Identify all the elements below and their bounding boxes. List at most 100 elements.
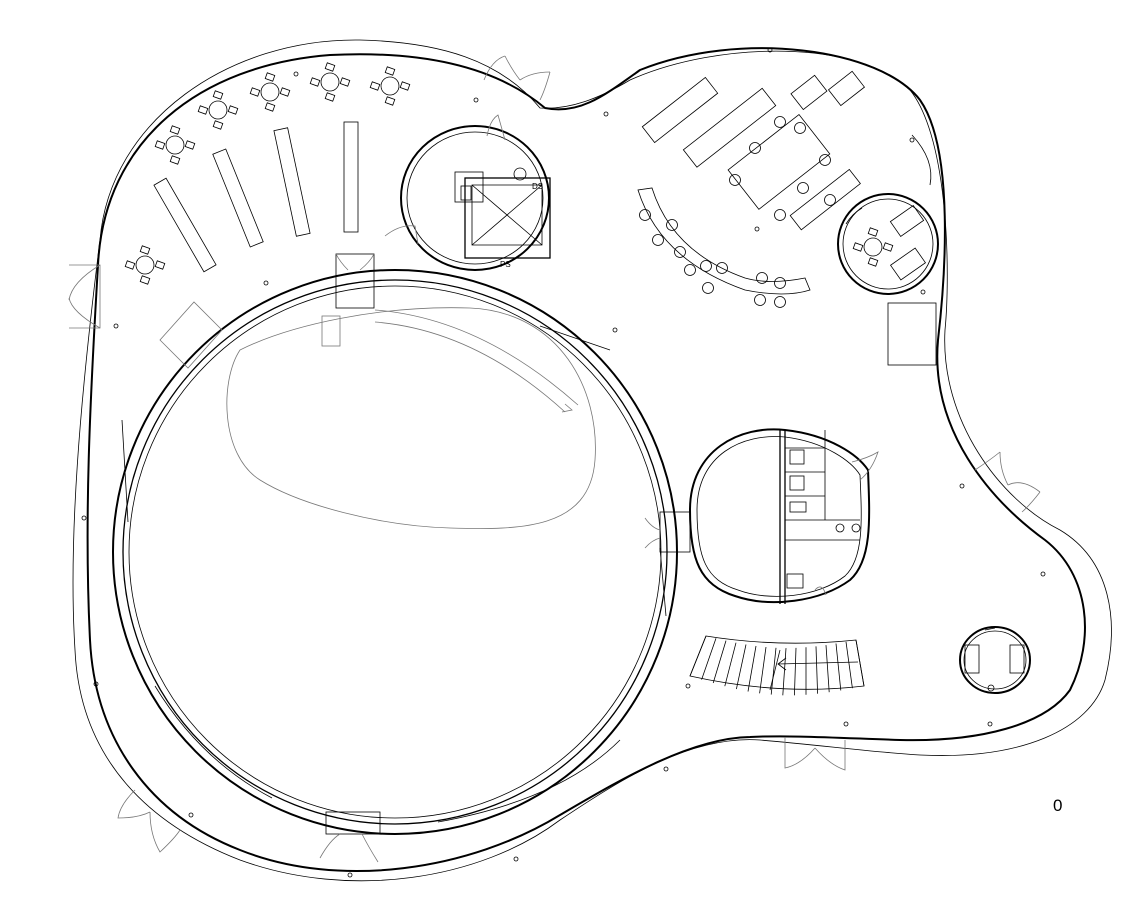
- round-table-with-chairs-icon: [852, 227, 894, 267]
- column-dot-icon: [93, 681, 99, 687]
- ramp-arrow: [561, 403, 573, 413]
- exterior-door-south[interactable]: [784, 737, 846, 771]
- chair-icon: [754, 294, 766, 306]
- column-dot-icon: [754, 226, 760, 232]
- column-dot-icon: [767, 47, 773, 53]
- bookshelf-2: [212, 148, 264, 248]
- bookshelf-4: [343, 121, 359, 233]
- column-dot-icon: [293, 71, 299, 77]
- column-dot-icon: [347, 872, 353, 878]
- round-table-with-chairs-icon: [249, 72, 291, 112]
- bookshelf-1: [153, 177, 217, 273]
- column-dot-icon: [987, 721, 993, 727]
- reception-curved-desk: [637, 187, 811, 295]
- toilet-pod: [688, 428, 879, 604]
- chair-icon: [756, 272, 768, 284]
- exterior-box: [887, 302, 937, 366]
- bookshelf-3: [273, 127, 311, 237]
- chair-icon: [774, 116, 786, 128]
- main-hall-inner-wall: [122, 279, 668, 825]
- chair-icon: [729, 174, 741, 186]
- hall-small-door[interactable]: [321, 315, 341, 347]
- column-dot-icon: [663, 766, 669, 772]
- exterior-door-north[interactable]: [483, 55, 551, 101]
- chair-icon: [716, 262, 728, 274]
- workspace-chairs: [639, 116, 836, 308]
- exterior-door-sw[interactable]: [117, 789, 181, 853]
- chair-icon: [824, 194, 836, 206]
- sink-icon: [851, 523, 861, 533]
- main-hall-inner-line: [128, 285, 662, 819]
- round-table-with-chairs-icon: [124, 245, 166, 285]
- toilet-icon: [786, 573, 804, 589]
- level-label: 0: [1053, 796, 1062, 815]
- meeting-pod: [837, 193, 939, 295]
- chair-icon: [774, 209, 786, 221]
- outer-wall: [86, 47, 1086, 873]
- shaft-label-ps: PS: [500, 260, 511, 269]
- chair-icon: [674, 246, 686, 258]
- chair-icon: [774, 296, 786, 308]
- chair-icon: [774, 277, 786, 289]
- chair-icon: [749, 142, 761, 154]
- column-dot-icon: [920, 289, 926, 295]
- column-dot-icon: [959, 483, 965, 489]
- hall-door-north[interactable]: [335, 253, 375, 309]
- elevator-icon: [471, 184, 543, 246]
- chair-icon: [700, 260, 712, 272]
- hall-ramp: [374, 309, 579, 413]
- elevator-core: DS PS: [384, 114, 551, 271]
- column-dot-icon: [612, 327, 618, 333]
- hall-oval-platform: [226, 307, 596, 529]
- column-dot-icon: [113, 323, 119, 329]
- structural-columns: [81, 47, 1046, 878]
- exterior-door-east[interactable]: [974, 451, 1041, 513]
- column-dot-icon: [843, 721, 849, 727]
- column-dot-icon: [909, 137, 915, 143]
- round-table-with-chairs-icon: [197, 90, 239, 130]
- column-dot-icon: [685, 683, 691, 689]
- chair-icon: [652, 234, 664, 246]
- sink-icon: [789, 501, 807, 513]
- column-dot-icon: [188, 812, 194, 818]
- shaft-label-ds: DS: [532, 182, 543, 191]
- toilet-pod-door-south[interactable]: [814, 586, 827, 596]
- exterior-door-nw[interactable]: [68, 264, 101, 329]
- column-dot-icon: [81, 515, 87, 521]
- workspace-desks: [637, 70, 866, 295]
- hall-door-south[interactable]: [319, 811, 381, 863]
- cafe-tables: [124, 62, 894, 285]
- hall-window-segments: [121, 325, 667, 823]
- chair-icon: [794, 122, 806, 134]
- round-table-with-chairs-icon: [154, 125, 196, 165]
- toilet-icon: [789, 475, 805, 491]
- column-dot-icon: [1040, 571, 1046, 577]
- main-hall-outer-wall: [112, 269, 678, 835]
- round-table-with-chairs-icon: [369, 66, 411, 106]
- core-side-door[interactable]: [384, 225, 419, 245]
- sink-icon: [460, 185, 472, 201]
- chair-icon: [639, 209, 651, 221]
- chair-icon: [684, 264, 696, 276]
- hall-door-nw[interactable]: [159, 301, 223, 369]
- column-dot-icon: [473, 97, 479, 103]
- column-dot-icon: [513, 856, 519, 862]
- toilet-icon: [513, 167, 527, 181]
- column-dot-icon: [263, 280, 269, 286]
- toilet-pod-door[interactable]: [851, 451, 879, 481]
- round-table-with-chairs-icon: [309, 62, 351, 102]
- chair-icon: [819, 154, 831, 166]
- sink-icon: [835, 523, 845, 533]
- chair-icon: [702, 282, 714, 294]
- column-dot-icon: [603, 111, 609, 117]
- small-round-pod: [959, 626, 1031, 694]
- chair-icon: [666, 219, 678, 231]
- core-door[interactable]: [486, 114, 506, 141]
- outer-facade-line: [72, 39, 1112, 882]
- stair-icon: [689, 635, 865, 696]
- glass-curtain-wall-ne: [911, 134, 932, 186]
- chair-icon: [797, 182, 809, 194]
- toilet-icon: [789, 449, 805, 465]
